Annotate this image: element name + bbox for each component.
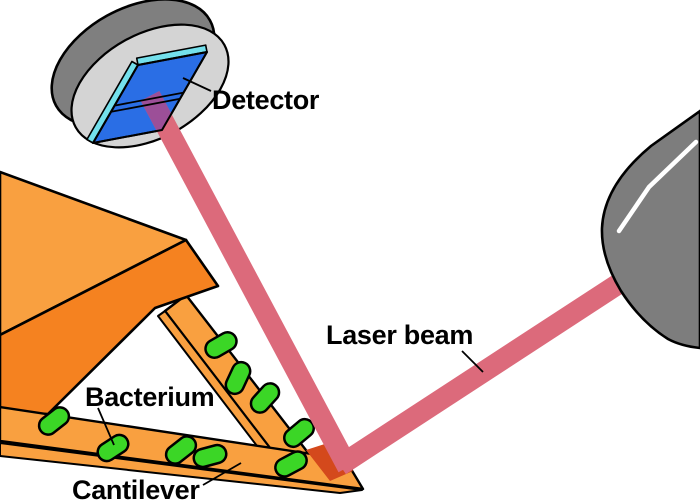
detector-panel-divider <box>114 91 184 107</box>
bacterium <box>249 382 281 414</box>
bacterium <box>224 360 252 396</box>
bacterium <box>204 331 238 359</box>
laser-spot <box>306 442 353 481</box>
bacterium-leader-line <box>97 407 115 446</box>
label-laser-beam: Laser beam <box>326 320 474 350</box>
laser-beam-leader-line <box>461 350 484 373</box>
bacteria-group <box>37 331 315 478</box>
laser-source-body <box>600 109 700 350</box>
detector-panel-divider <box>111 97 181 113</box>
label-cantilever: Cantilever <box>72 475 200 504</box>
laser-beam-reflected <box>140 91 358 473</box>
bacterium <box>192 443 228 469</box>
detector-panel-outline <box>92 51 208 144</box>
bacterium <box>164 435 198 465</box>
bacterium <box>37 406 71 436</box>
cantilever-lower-arm-edge <box>0 442 363 494</box>
bacterium <box>274 450 308 478</box>
laser-source-highlight <box>616 139 699 234</box>
laser-beam-incoming <box>334 251 661 475</box>
cantilever-leader-line <box>202 462 242 486</box>
label-bacterium: Bacterium <box>85 382 215 412</box>
bacterium <box>283 417 315 449</box>
detector-leader-line <box>182 77 212 92</box>
bacterium <box>96 433 130 463</box>
label-detector: Detector <box>212 85 320 115</box>
